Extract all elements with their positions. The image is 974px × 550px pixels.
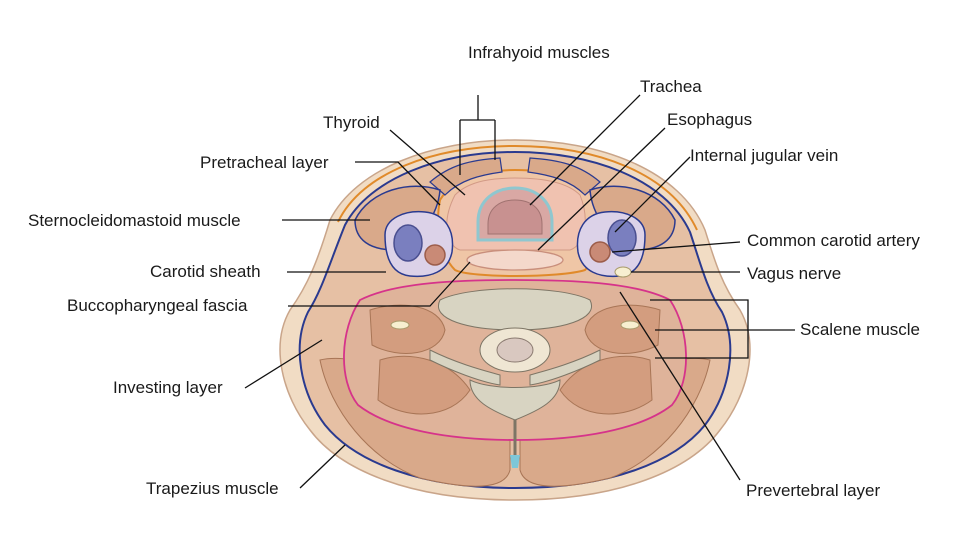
vagus-nerve — [614, 266, 632, 278]
leader-lines — [244, 94, 795, 489]
label-pretracheal-layer: Pretracheal layer — [200, 153, 329, 172]
common-carotid-artery-right — [589, 241, 611, 263]
label-vagus-nerve: Vagus nerve — [747, 264, 842, 283]
label-trachea: Trachea — [640, 77, 702, 96]
label-carotid-sheath: Carotid sheath — [150, 262, 261, 281]
label-thyroid: Thyroid — [323, 113, 380, 132]
vertebral-body — [437, 288, 593, 331]
label-sternocleidomastoid-muscle: Sternocleidomastoid muscle — [28, 211, 241, 230]
common-carotid-artery-left — [424, 244, 446, 266]
internal-jugular-vein-left — [393, 224, 423, 262]
internal-jugular-vein-right — [607, 219, 637, 257]
label-esophagus: Esophagus — [667, 110, 753, 129]
label-investing-layer: Investing layer — [113, 378, 223, 397]
label-internal-jugular-vein: Internal jugular vein — [690, 146, 839, 165]
label-scalene-muscle: Scalene muscle — [800, 320, 921, 339]
label-common-carotid-artery: Common carotid artery — [747, 231, 920, 250]
label-buccopharyngeal-fascia: Buccopharyngeal fascia — [67, 296, 248, 315]
label-infrahyoid-muscles: Infrahyoid muscles — [468, 43, 610, 62]
esophagus — [466, 249, 564, 271]
label-trapezius-muscle: Trapezius muscle — [146, 479, 279, 498]
label-prevertebral-layer: Prevertebral layer — [746, 481, 881, 500]
